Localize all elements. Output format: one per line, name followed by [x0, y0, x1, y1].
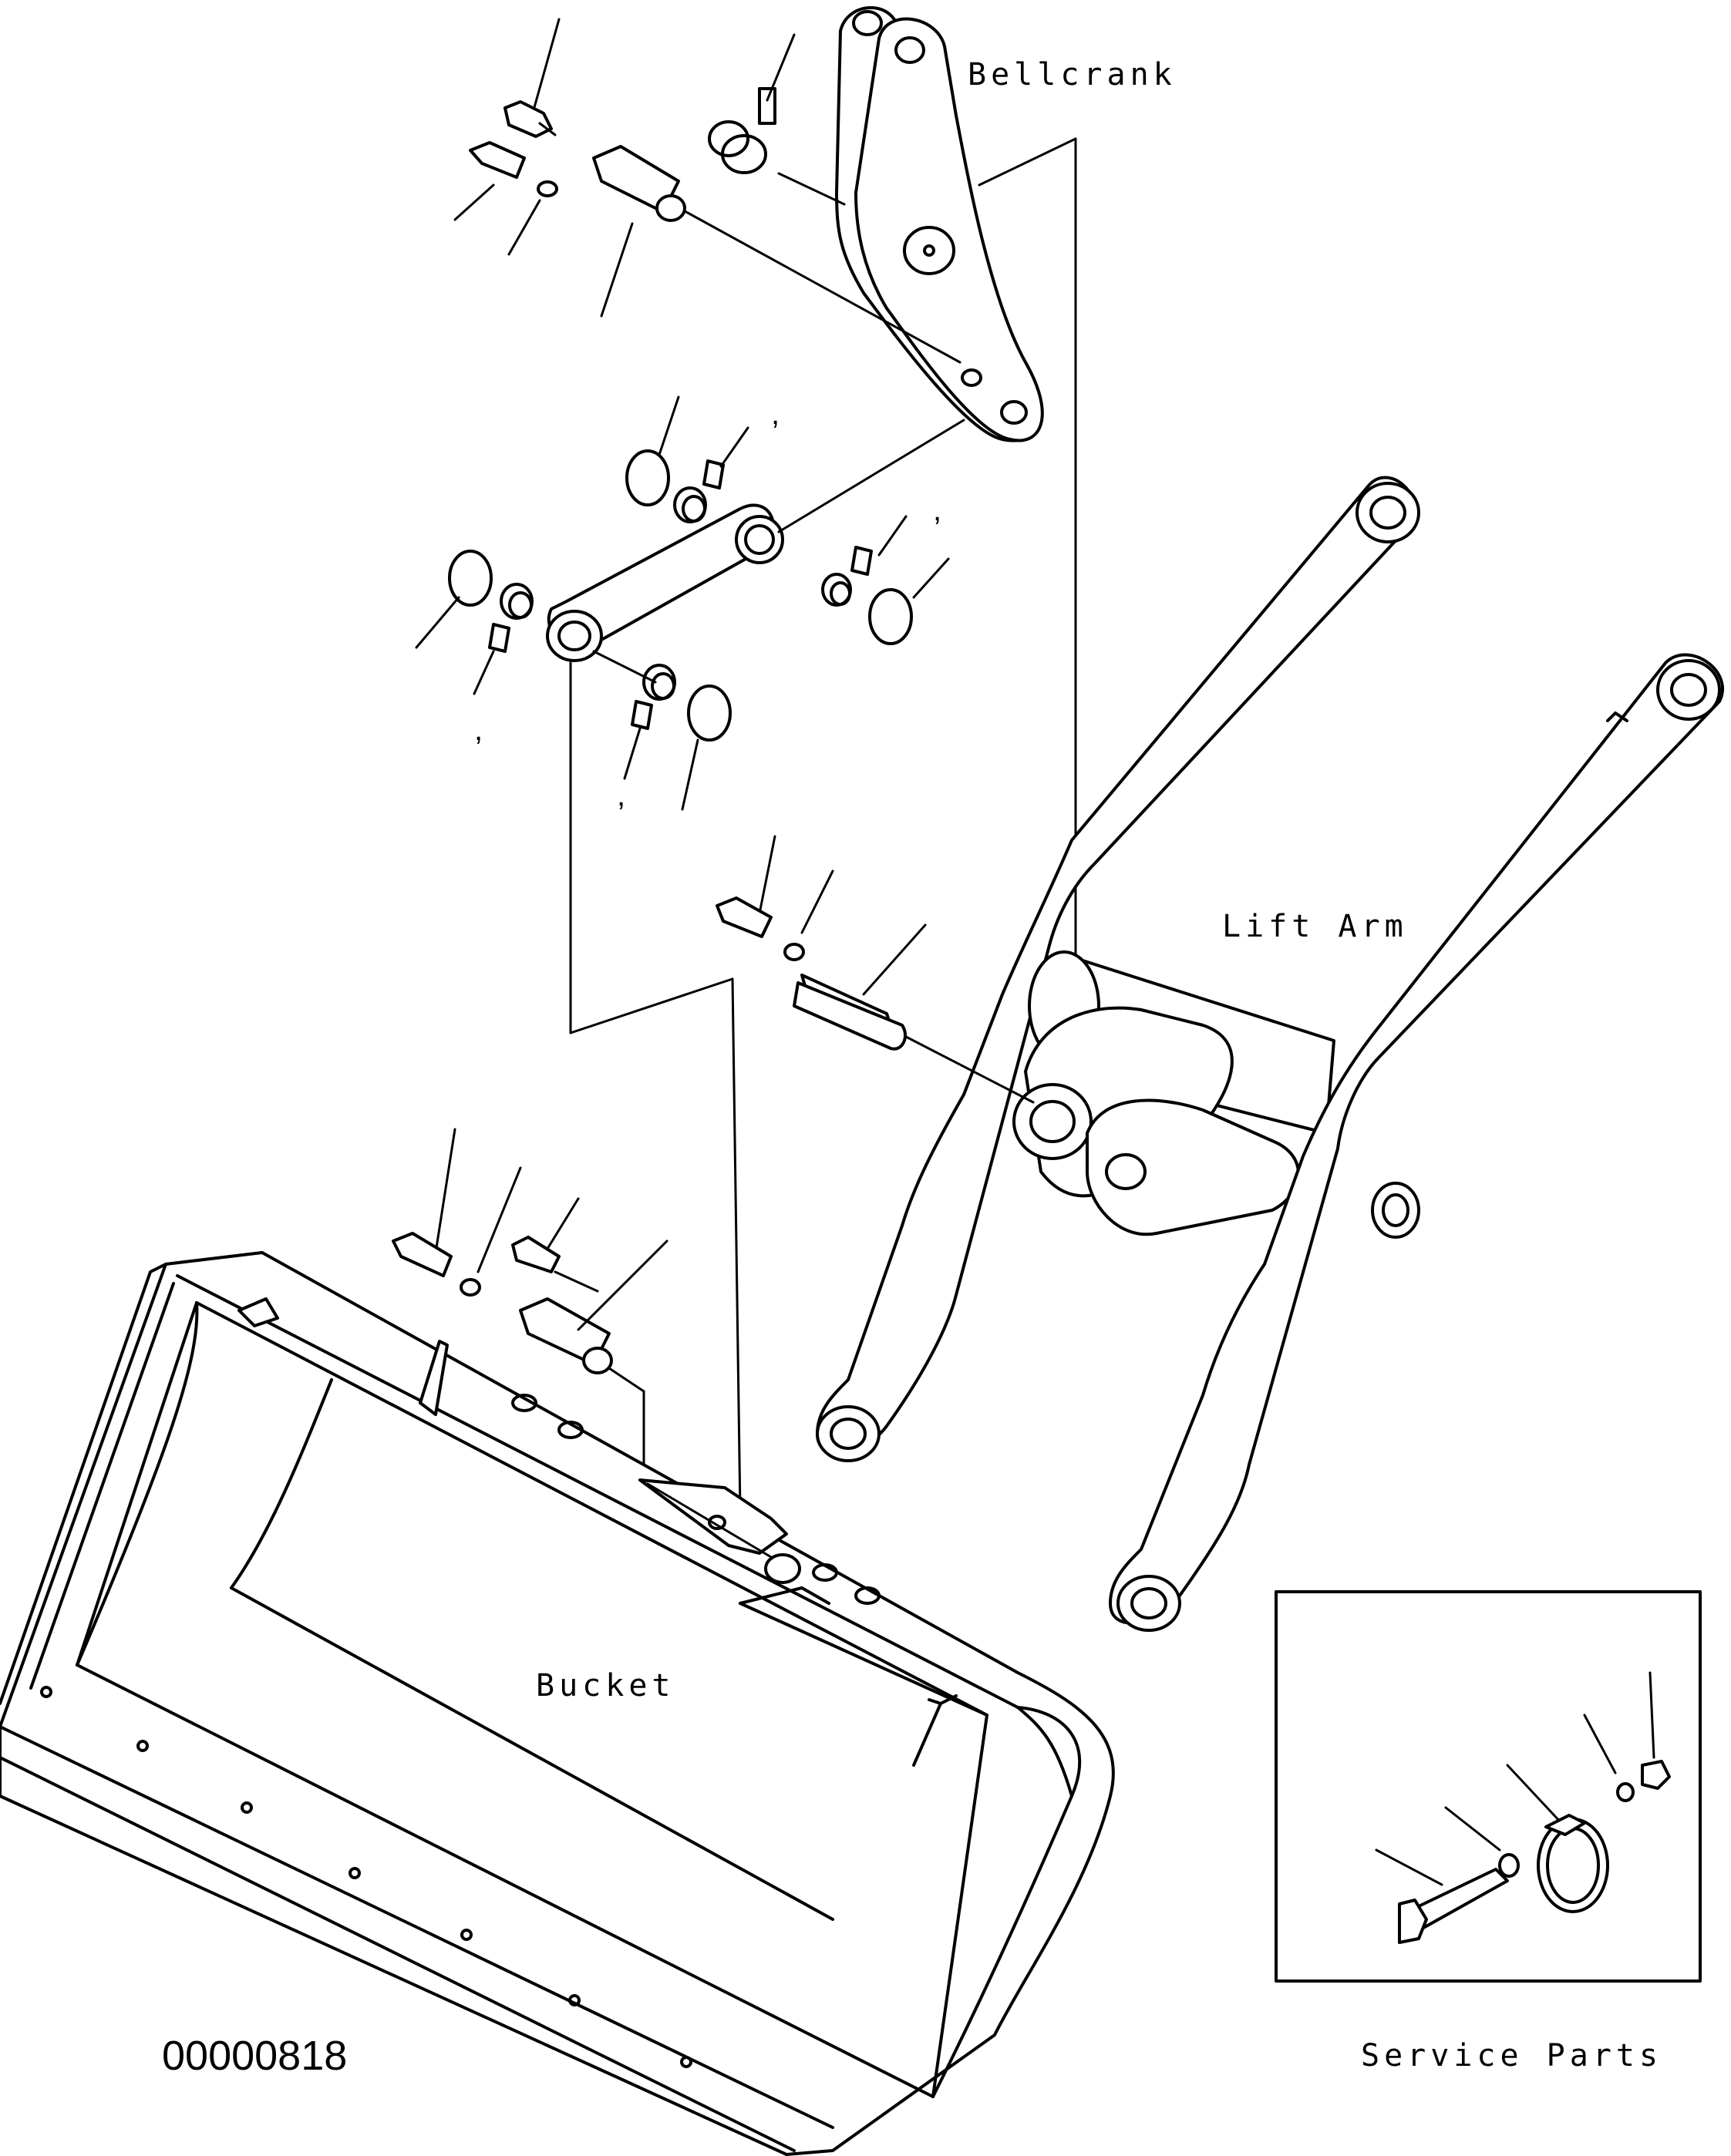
- service-parts-box: [1275, 1590, 1702, 1983]
- figure-code: 00000818: [162, 2033, 347, 2079]
- lift-arm-part: [816, 476, 1724, 1632]
- label-bellcrank: Bellcrank: [968, 57, 1177, 92]
- tilt-link-part: [546, 419, 965, 1034]
- svg-text:,: ,: [933, 493, 941, 527]
- label-bucket: Bucket: [536, 1668, 675, 1704]
- svg-text:,: ,: [474, 713, 483, 747]
- bucket-pin-assembly: [392, 977, 742, 1512]
- label-service-parts: Service Parts: [1361, 2038, 1662, 2074]
- link-seals: , , , ,: [415, 395, 950, 812]
- svg-text:,: ,: [617, 779, 625, 812]
- label-lift-arm: Lift Arm: [1222, 909, 1408, 944]
- svg-text:,: ,: [771, 397, 780, 431]
- bellcrank-part: [835, 6, 1077, 1073]
- bucket-part: [0, 1251, 1115, 2156]
- upper-pin-assembly: [453, 18, 961, 364]
- lift-arm-pin-assembly: [716, 835, 1035, 1104]
